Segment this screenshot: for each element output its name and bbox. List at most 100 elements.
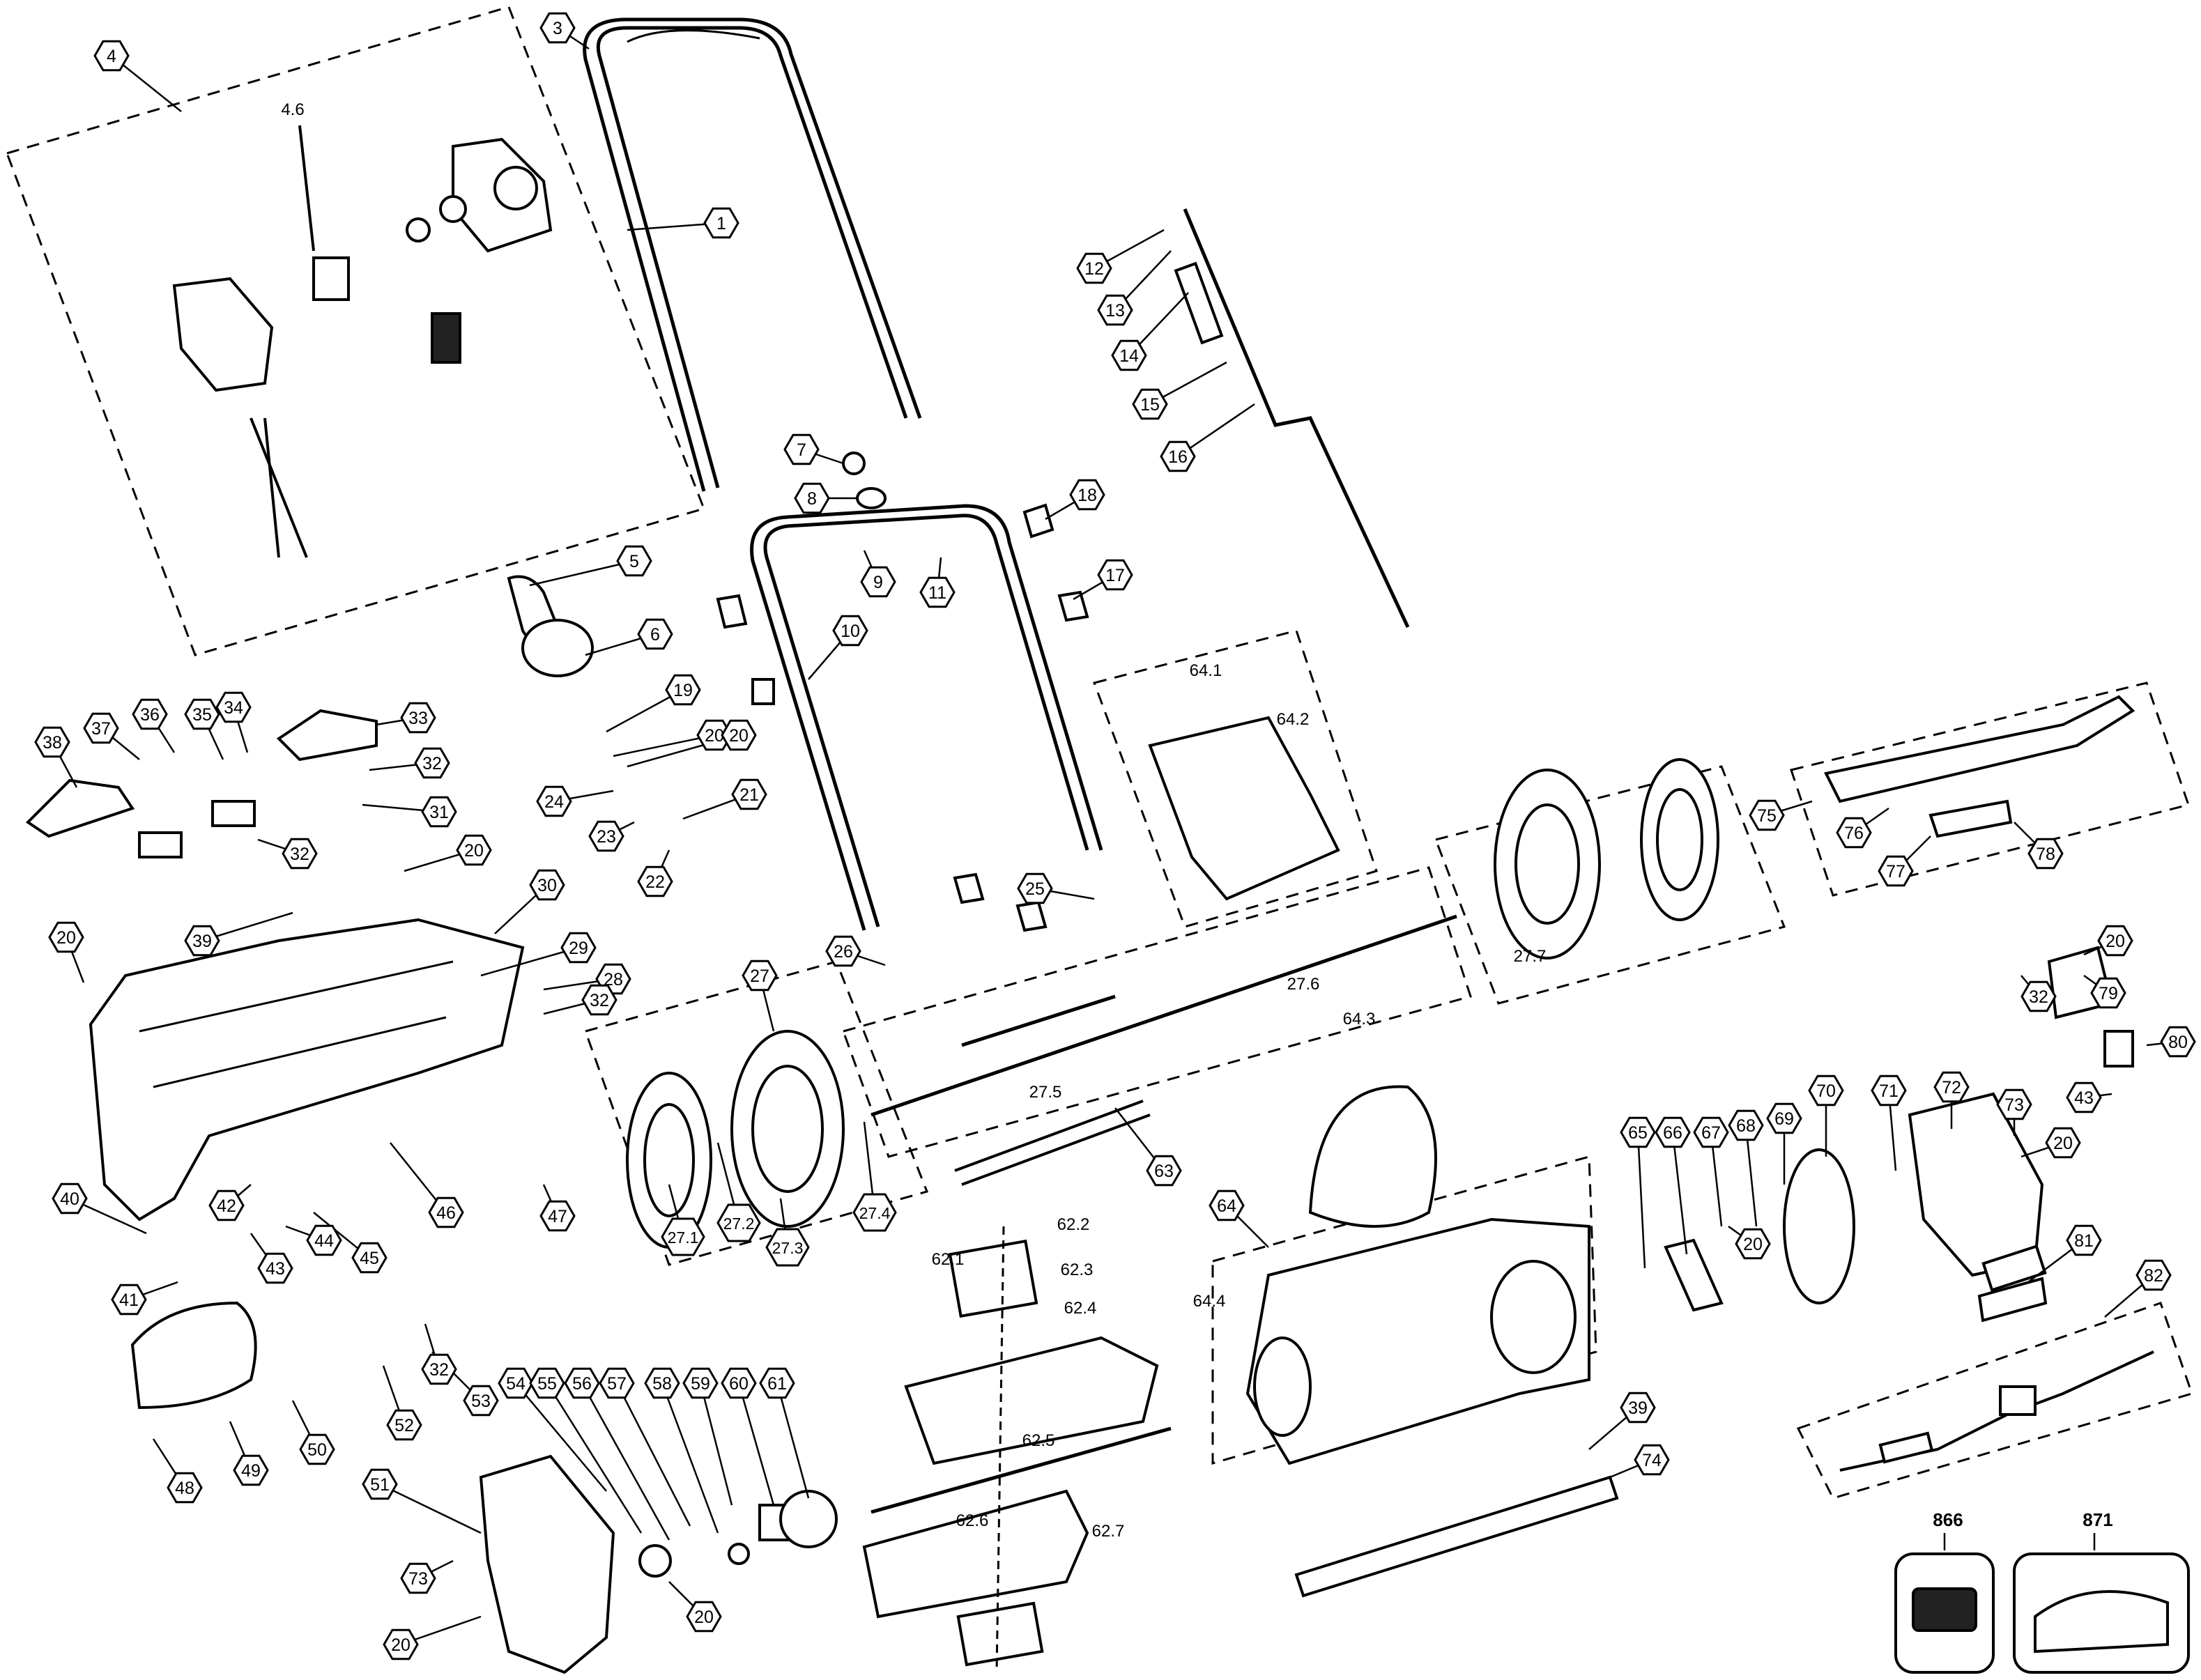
callout-c39a: 39: [184, 925, 220, 957]
callout-hexagon: [2020, 980, 2057, 1012]
callout-hexagon: [529, 1367, 565, 1399]
callout-hexagon: [132, 698, 168, 730]
callout-hexagon: [665, 674, 701, 706]
callout-number: 18: [1078, 486, 1097, 505]
callout-hexagon: [257, 1252, 293, 1284]
accessory-battery: [1894, 1552, 1995, 1674]
callout-c45: 45: [351, 1242, 388, 1274]
callout-hexagon: [529, 869, 565, 901]
callout-number: 74: [1642, 1451, 1662, 1470]
callout-hexagon: [721, 719, 757, 751]
leader-line-c66: [1671, 1132, 1688, 1255]
callout-c27_1: 27.1: [661, 1217, 705, 1256]
callout-number: 42: [217, 1196, 236, 1216]
callout-hexagon: [299, 1433, 335, 1465]
callout-c27_3: 27.3: [765, 1228, 810, 1267]
callout-hexagon: [765, 1228, 810, 1267]
callout-number: 13: [1105, 301, 1125, 321]
callout-number: 27: [750, 966, 769, 986]
callout-c12: 12: [1076, 252, 1112, 284]
axles: [871, 914, 1457, 1117]
callout-c7: 7: [783, 433, 820, 465]
leader-line-c54: [515, 1382, 607, 1492]
callout-hexagon: [825, 935, 861, 967]
callout-hexagon: [1655, 1116, 1691, 1148]
callout-hexagon: [215, 691, 252, 723]
callout-hexagon: [1878, 855, 1914, 887]
callout-c81: 81: [2066, 1224, 2102, 1256]
callout-c32c: 32: [581, 984, 618, 1016]
callout-c20h: 20: [686, 1601, 722, 1633]
accessory-charger: [2013, 1552, 2190, 1674]
callout-number: 56: [572, 1374, 592, 1394]
callout-c72: 72: [1933, 1071, 1970, 1103]
callout-c32b: 32: [282, 838, 318, 870]
callout-hexagon: [184, 698, 220, 730]
callout-c41: 41: [111, 1284, 147, 1316]
callout-number: 9: [873, 573, 883, 592]
callout-hexagon: [498, 1367, 534, 1399]
callout-hexagon: [759, 1367, 795, 1399]
callout-hexagon: [386, 1409, 422, 1441]
accessory-label-866: 866: [1933, 1509, 1963, 1530]
callout-number: 67: [1701, 1123, 1721, 1143]
leader-line-c60: [737, 1382, 775, 1506]
leader-line-c55: [546, 1382, 643, 1534]
callout-number: 58: [652, 1374, 672, 1394]
callout-c20a: 20: [696, 719, 733, 751]
callout-c80: 80: [2160, 1026, 2196, 1058]
callout-number: 39: [1628, 1398, 1648, 1418]
callout-c35: 35: [184, 698, 220, 730]
callout-number: 69: [1774, 1109, 1794, 1129]
callout-c73b: 73: [400, 1562, 436, 1594]
callout-hexagon: [1634, 1444, 1670, 1476]
callout-hexagon: [362, 1468, 398, 1500]
callout-hexagon: [716, 1203, 761, 1242]
callout-c32d: 32: [421, 1353, 457, 1385]
callout-hexagon: [1871, 1074, 1907, 1107]
callout-hexagon: [400, 1562, 436, 1594]
callout-c68: 68: [1728, 1109, 1764, 1141]
callout-hexagon: [1132, 388, 1168, 420]
part-label-p27_5: 27.5: [1029, 1083, 1062, 1102]
callout-c79: 79: [2090, 977, 2126, 1009]
callout-hexagon: [414, 747, 450, 779]
callout-hexagon: [742, 960, 778, 992]
callout-c46: 46: [428, 1196, 464, 1228]
callout-number: 8: [807, 489, 817, 509]
callout-number: 73: [2004, 1095, 2024, 1115]
callout-c20f: 20: [1735, 1228, 1771, 1260]
callout-number: 11: [928, 583, 946, 603]
callout-hexagon: [1728, 1109, 1764, 1141]
right-wheel: [1494, 758, 1719, 960]
callout-number: 52: [394, 1416, 414, 1435]
callout-c22: 22: [637, 865, 673, 897]
callout-number: 77: [1886, 862, 1905, 881]
callout-hexagon: [383, 1628, 419, 1660]
rear-housing: [89, 918, 525, 1222]
callout-number: 46: [436, 1203, 456, 1223]
callout-hexagon: [48, 921, 84, 953]
callout-c8: 8: [794, 482, 830, 514]
callout-hexagon: [919, 576, 956, 608]
callout-c61: 61: [759, 1367, 795, 1399]
callout-c70: 70: [1808, 1074, 1844, 1107]
leader-line-c29: [480, 946, 579, 977]
callout-c69: 69: [1766, 1102, 1802, 1134]
callout-c20c: 20: [456, 834, 492, 866]
callout-number: 31: [429, 803, 449, 822]
group-box-right-wheel: [1434, 765, 1786, 1005]
auger: [862, 1226, 1172, 1673]
callout-hexagon: [428, 1196, 464, 1228]
callout-c37: 37: [83, 712, 119, 744]
callout-number: 43: [266, 1259, 285, 1279]
callout-number: 30: [537, 876, 557, 895]
callout-c29: 29: [560, 932, 597, 964]
callout-number: 32: [429, 1360, 449, 1380]
leader-line-c67: [1710, 1132, 1723, 1227]
callout-hexagon: [2066, 1224, 2102, 1256]
callout-c17: 17: [1097, 559, 1133, 591]
part-label-p27_7: 27.7: [1514, 947, 1547, 966]
callout-number: 17: [1105, 566, 1125, 585]
callout-hexagon: [421, 796, 457, 828]
